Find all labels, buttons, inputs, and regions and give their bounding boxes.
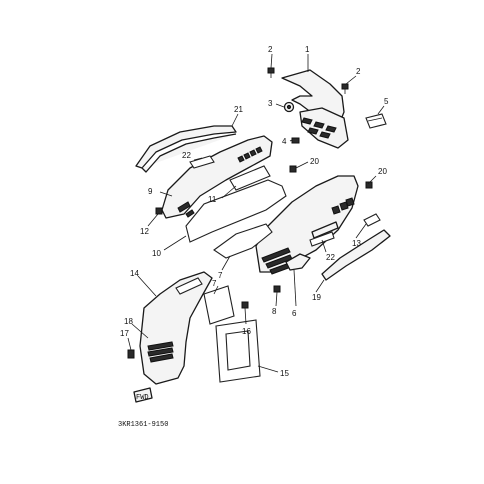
gasket-11: [229, 165, 271, 191]
callout-3: 3: [268, 99, 273, 108]
part-code: 3KR1361-9150: [118, 421, 168, 429]
callout-8: 8: [272, 307, 277, 316]
inner-panel-7: [213, 223, 273, 259]
side-rail-21: [135, 125, 237, 173]
bolt-20b: [365, 181, 373, 189]
bolt-2b: [341, 83, 349, 94]
rear-bracket: [281, 69, 349, 149]
rail-right-19: [321, 229, 391, 281]
bolt-16: [241, 301, 249, 309]
callout-17: 17: [120, 329, 129, 338]
callout-15: 15: [280, 369, 289, 378]
callout-22b: 22: [326, 253, 335, 262]
callout-5: 5: [384, 97, 389, 106]
callout-9: 9: [148, 187, 153, 196]
callout-2b: 2: [356, 67, 361, 76]
callout-7b: 7: [212, 279, 217, 288]
fwd-arrow-icon: FWD: [133, 387, 153, 403]
callout-20b: 20: [378, 167, 387, 176]
label-5: [365, 113, 387, 129]
seal-22a: [189, 155, 215, 169]
callout-13: 13: [352, 239, 361, 248]
callout-11: 11: [208, 195, 217, 204]
nut-3: [283, 101, 295, 113]
bolt-8: [273, 285, 281, 293]
lower-cover-14: [139, 271, 213, 385]
side-cover-right-6: [255, 175, 359, 275]
bolt-20a: [289, 165, 297, 173]
callout-6: 6: [292, 309, 297, 318]
bolt-2a: [267, 67, 275, 78]
clip-13: [363, 213, 381, 227]
callout-20a: 20: [310, 157, 319, 166]
callout-12: 12: [140, 227, 149, 236]
seal-22b: [309, 231, 335, 247]
callout-2a: 2: [268, 45, 273, 54]
callout-14: 14: [130, 269, 139, 278]
callout-18: 18: [124, 317, 133, 326]
callout-21: 21: [234, 105, 243, 114]
callout-4: 4: [282, 137, 287, 146]
bolt-17: [127, 349, 135, 359]
bracket-7b: [203, 285, 235, 325]
frame-15: [215, 319, 261, 383]
screw-4: [291, 137, 300, 144]
leader-lines: [127, 53, 385, 373]
callout-7a: 7: [218, 271, 223, 280]
callout-19: 19: [312, 293, 321, 302]
callout-10: 10: [152, 249, 161, 258]
callout-1: 1: [305, 45, 310, 54]
inner-panel-10: [185, 179, 287, 243]
bolt-12: [155, 207, 163, 215]
callout-numbers: 1 2 2 3 4 5 21 22 20 9 11 12 10 7 20 13 …: [120, 45, 389, 378]
callout-22a: 22: [182, 151, 191, 160]
svg-text:FWD: FWD: [136, 394, 149, 402]
callout-16: 16: [242, 327, 251, 336]
